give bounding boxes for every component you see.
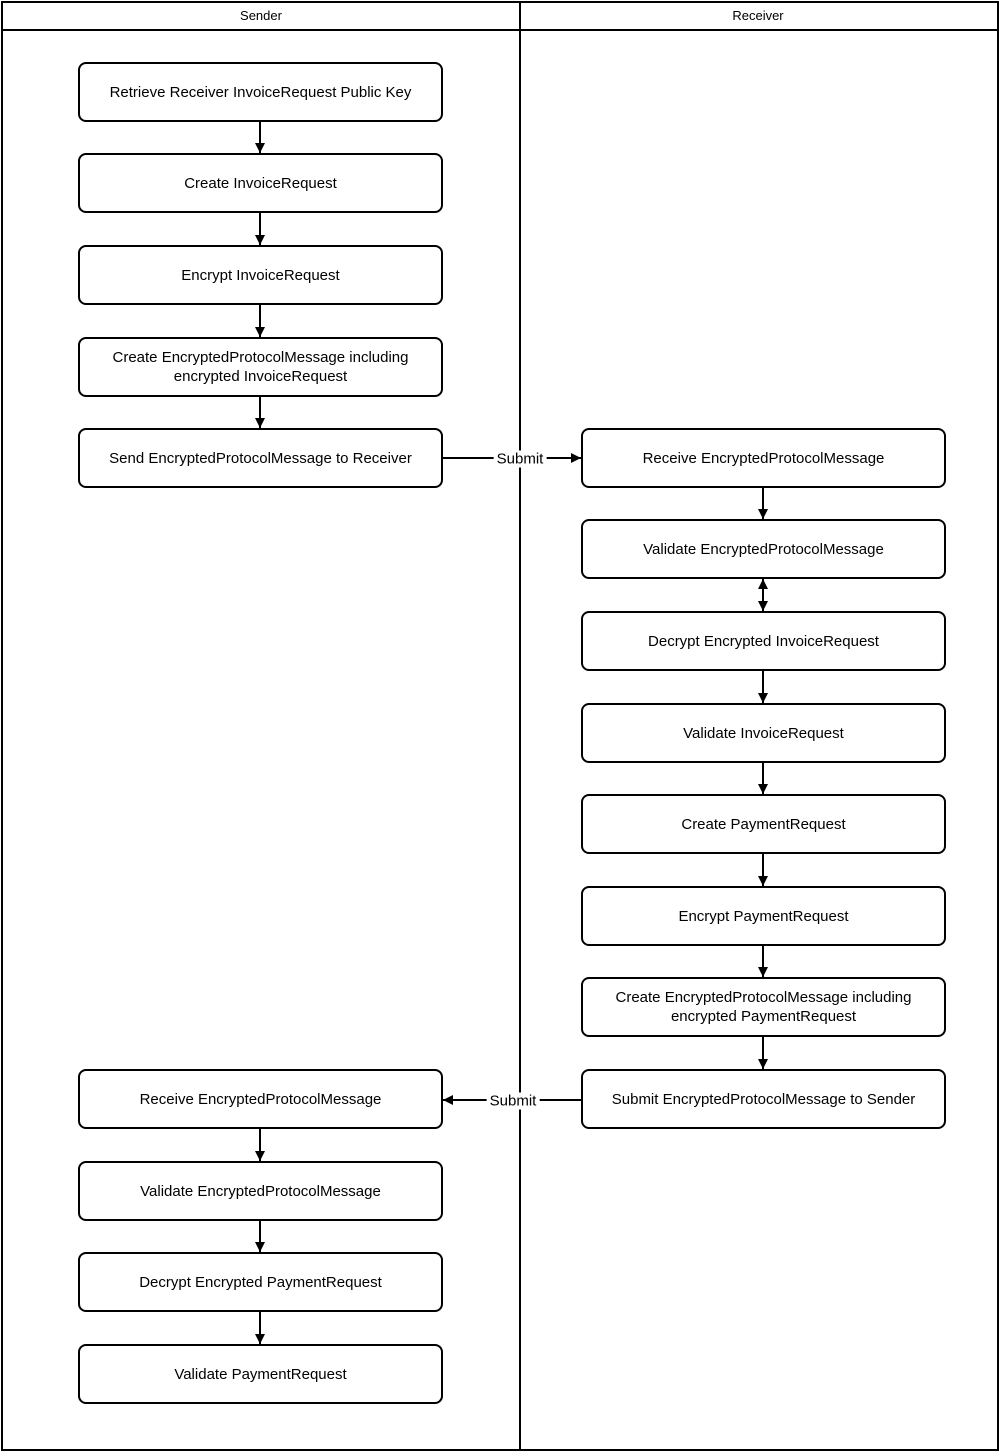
node-receive-encryptedprotocolmessage: Receive EncryptedProtocolMessage	[581, 428, 946, 488]
flow-arrow-s8-s9	[255, 1312, 265, 1344]
node-encrypt-invoicerequest: Encrypt InvoiceRequest	[78, 245, 443, 305]
node-validate-paymentrequest: Validate PaymentRequest	[78, 1344, 443, 1404]
node-retrieve-receiver-public-key: Retrieve Receiver InvoiceRequest Public …	[78, 62, 443, 122]
node-decrypt-encrypted-paymentrequest: Decrypt Encrypted PaymentRequest	[78, 1252, 443, 1312]
node-validate-invoicerequest: Validate InvoiceRequest	[581, 703, 946, 763]
lane-header-receiver: Receiver	[732, 8, 784, 23]
flow-double-arrow-r2-r3	[758, 579, 768, 611]
flow-arrow-s6-s7	[255, 1129, 265, 1161]
node-create-encryptedprotocolmessage-paymentrequest: Create EncryptedProtocolMessage includin…	[581, 977, 946, 1037]
flow-arrow-r7-r8	[758, 1037, 768, 1069]
node-send-encryptedprotocolmessage-to-receiver: Send EncryptedProtocolMessage to Receive…	[78, 428, 443, 488]
lane-divider	[519, 1, 521, 1449]
flow-arrow-r3-r4	[758, 671, 768, 703]
flow-arrow-r1-r2	[758, 488, 768, 519]
flow-arrow-r4-r5	[758, 762, 768, 794]
flow-arrow-r6-r7	[758, 946, 768, 977]
submit-arrow-to-receiver-label: Submit	[493, 450, 547, 468]
node-sender-receive-encryptedprotocolmessage: Receive EncryptedProtocolMessage	[78, 1069, 443, 1129]
submit-arrow-to-sender-label: Submit	[486, 1092, 540, 1110]
flow-arrow-s7-s8	[255, 1221, 265, 1252]
flow-arrow-s4-s5	[255, 397, 265, 428]
node-create-paymentrequest: Create PaymentRequest	[581, 794, 946, 854]
flow-arrow-s2-s3	[255, 213, 265, 245]
flow-arrow-s1-s2	[255, 122, 265, 153]
flow-arrow-r5-r6	[758, 854, 768, 886]
node-validate-encryptedprotocolmessage: Validate EncryptedProtocolMessage	[581, 519, 946, 579]
node-decrypt-encrypted-invoicerequest: Decrypt Encrypted InvoiceRequest	[581, 611, 946, 671]
node-create-encryptedprotocolmessage-invoicerequest: Create EncryptedProtocolMessage includin…	[78, 337, 443, 397]
lane-header-sender: Sender	[240, 8, 282, 23]
flow-arrow-s3-s4	[255, 305, 265, 337]
node-create-invoicerequest: Create InvoiceRequest	[78, 153, 443, 213]
node-sender-validate-encryptedprotocolmessage: Validate EncryptedProtocolMessage	[78, 1161, 443, 1221]
lane-header-separator	[1, 29, 997, 31]
node-encrypt-paymentrequest: Encrypt PaymentRequest	[581, 886, 946, 946]
node-submit-encryptedprotocolmessage-to-sender: Submit EncryptedProtocolMessage to Sende…	[581, 1069, 946, 1129]
